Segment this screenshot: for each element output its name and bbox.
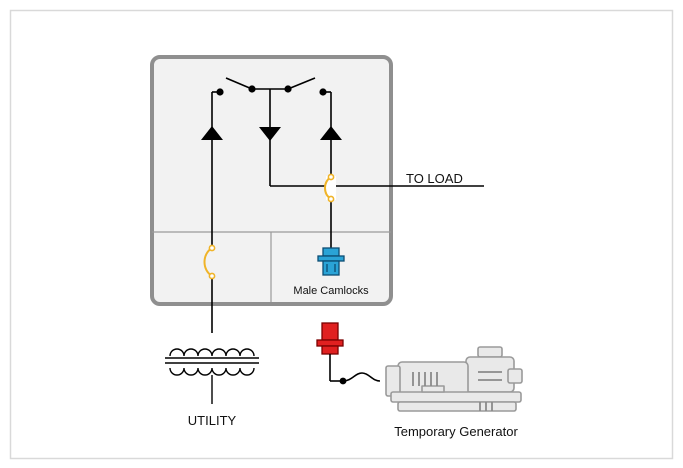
male-camlocks-label: Male Camlocks	[293, 285, 369, 297]
temporary-generator-label: Temporary Generator	[394, 424, 518, 439]
generator-vents	[412, 371, 502, 411]
load-down-arrow	[259, 127, 281, 141]
male-camlock-icon	[317, 247, 345, 276]
transformer-icon	[165, 348, 259, 404]
generator-icon	[385, 346, 523, 412]
direction-arrows	[201, 126, 342, 141]
utility-up-arrow	[201, 126, 223, 140]
fuse-icon	[324, 173, 336, 203]
generator-up-arrow	[320, 126, 342, 140]
to-load-label: TO LOAD	[406, 171, 463, 186]
female-camlock-icon	[316, 322, 344, 355]
fuse-icon	[203, 244, 219, 280]
utility-label: UTILITY	[188, 413, 237, 428]
contact-dots	[216, 85, 327, 96]
lead-dot	[339, 377, 347, 385]
